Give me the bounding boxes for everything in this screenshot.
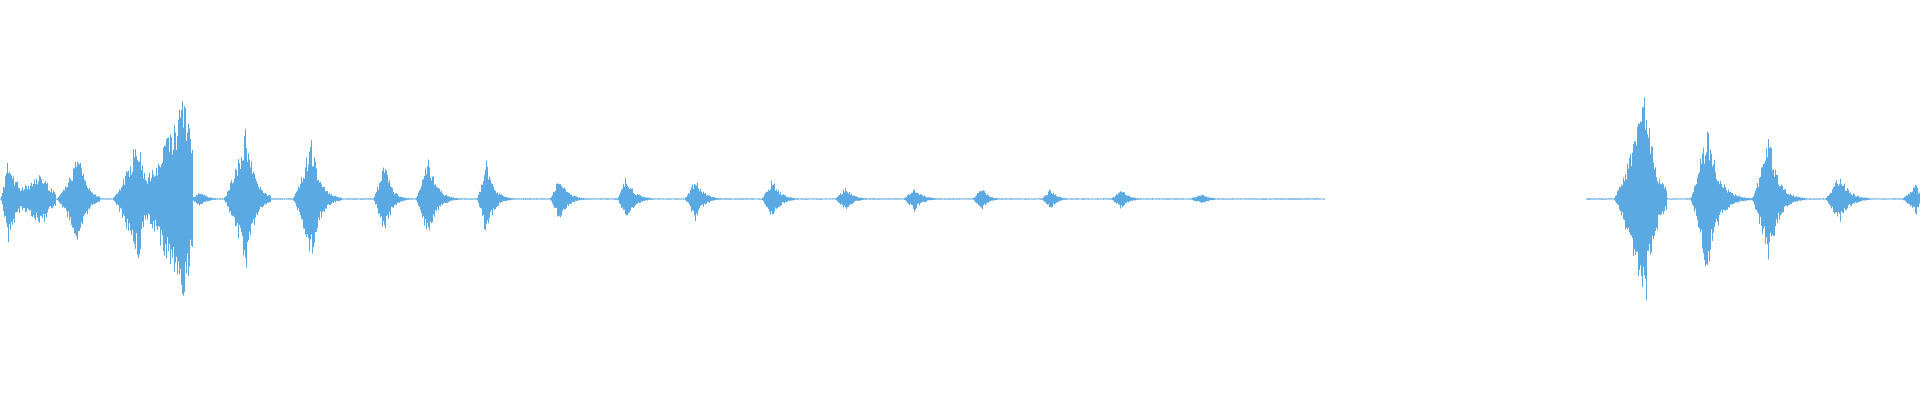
waveform-dot [1285,198,1286,200]
waveform-dot [1236,198,1237,200]
waveform-dot [1250,198,1251,200]
waveform-dot [1592,198,1593,200]
waveform-dot [1299,198,1300,200]
waveform-path [0,97,1920,301]
waveform-dot [1271,198,1272,200]
waveform-dot [1306,198,1307,200]
waveform-dot [1278,198,1279,200]
waveform-dot [1320,198,1321,200]
waveform-dot [1243,198,1244,200]
waveform-dot [1257,198,1258,200]
waveform-dot [1292,198,1293,200]
waveform-dot [1313,198,1314,200]
waveform-lines [0,97,1920,301]
waveform-dot [1229,198,1230,200]
waveform-dot [1264,198,1265,200]
